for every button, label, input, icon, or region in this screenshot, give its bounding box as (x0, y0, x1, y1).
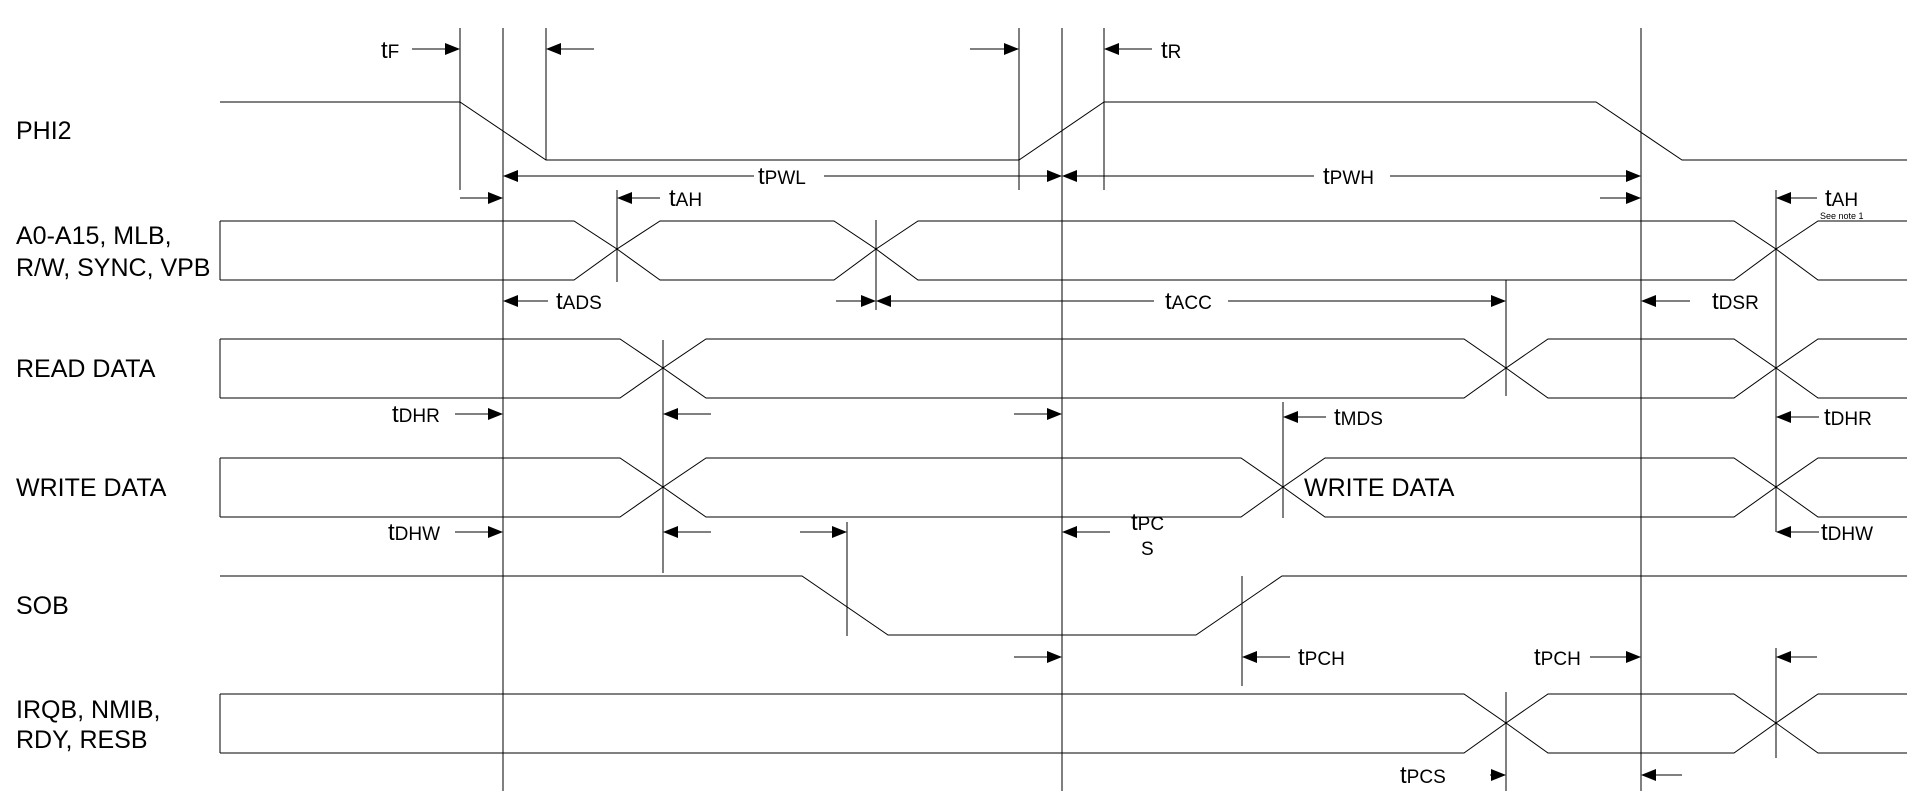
signal-label-address-line1: A0-A15, MLB, (16, 222, 172, 250)
timing-label-tdhw-1: tDHW (388, 519, 440, 546)
timing-label-tads: tADS (556, 288, 602, 315)
waveform-sob (220, 575, 1907, 636)
waveform-phi2 (220, 101, 1907, 161)
timing-label-tdhr-2: tDHR (1824, 404, 1872, 431)
timing-note: See note 1 (1820, 211, 1864, 221)
signal-label-read-data: READ DATA (16, 355, 156, 383)
timing-label-tah-1: tAH (669, 185, 702, 212)
waveform-read-data (219, 338, 1907, 399)
timing-label-tpcs-wrapped: tPC (1131, 509, 1164, 536)
timing-label-tpcs-wrapped-suffix: S (1141, 539, 1154, 560)
signal-label-irq-line2: RDY, RESB (16, 726, 148, 754)
timing-label-tpwl: tPWL (758, 163, 806, 190)
timing-label-tf: tF (381, 37, 399, 64)
timing-label-tacc: tACC (1165, 288, 1212, 315)
dimension-arrows (412, 43, 1819, 781)
signal-label-sob: SOB (16, 592, 69, 620)
timing-label-tdhr-1: tDHR (392, 401, 440, 428)
signal-label-address-line2: R/W, SYNC, VPB (16, 254, 210, 282)
signal-label-write-data: WRITE DATA (16, 474, 167, 502)
signal-label-irq-line1: IRQB, NMIB, (16, 696, 160, 724)
reference-lines (459, 28, 1777, 791)
write-data-bus-label: WRITE DATA (1304, 474, 1455, 502)
timing-label-tdhw-2: tDHW (1821, 519, 1873, 546)
waveform-write-data (219, 457, 1907, 518)
timing-label-tr: tR (1161, 37, 1181, 64)
waveforms (219, 101, 1907, 754)
timing-label-tah-2: tAH (1825, 185, 1858, 212)
timing-label-tpcs: tPCS (1400, 762, 1446, 789)
timing-label-tpch-1: tPCH (1298, 644, 1345, 671)
waveform-address-bus (219, 220, 1907, 281)
timing-label-tmds: tMDS (1334, 404, 1383, 431)
timing-label-tpch-2: tPCH (1534, 644, 1581, 671)
signal-label-phi2: PHI2 (16, 117, 72, 145)
timing-label-tdsr: tDSR (1712, 288, 1759, 315)
timing-label-tpwh: tPWH (1323, 163, 1374, 190)
waveform-irq (219, 693, 1907, 754)
